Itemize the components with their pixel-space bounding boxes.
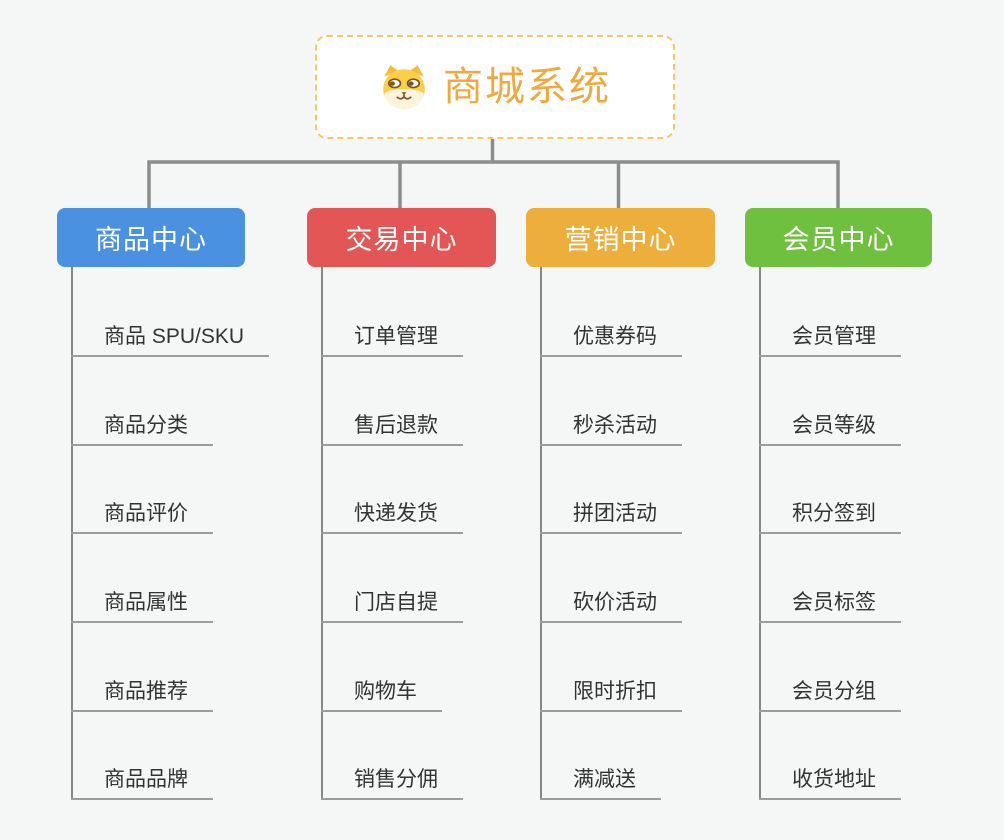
leaf-node[interactable]: 商品评价 — [71, 492, 213, 534]
branch-node-trade-center[interactable]: 交易中心 — [307, 208, 496, 267]
leaf-node[interactable]: 购物车 — [321, 670, 442, 712]
leaf-node[interactable]: 满减送 — [540, 758, 661, 800]
root-title: 商城系统 — [443, 65, 611, 109]
leaf-node[interactable]: 限时折扣 — [540, 670, 682, 712]
leaf-node[interactable]: 商品分类 — [71, 404, 213, 446]
leaf-node[interactable]: 砍价活动 — [540, 581, 682, 623]
leaf-node[interactable]: 销售分佣 — [321, 758, 463, 800]
dog-face-icon — [383, 65, 425, 109]
leaf-node[interactable]: 秒杀活动 — [540, 404, 682, 446]
branch-node-product-center[interactable]: 商品中心 — [57, 208, 245, 267]
leaf-node[interactable]: 门店自提 — [321, 581, 463, 623]
branch-node-marketing-center[interactable]: 营销中心 — [526, 208, 715, 267]
leaf-node[interactable]: 商品推荐 — [71, 670, 213, 712]
leaf-node[interactable]: 会员管理 — [759, 315, 901, 357]
leaf-node[interactable]: 商品 SPU/SKU — [71, 315, 270, 357]
leaf-node[interactable]: 快递发货 — [321, 492, 463, 534]
leaf-node[interactable]: 订单管理 — [321, 315, 463, 357]
leaf-node[interactable]: 售后退款 — [321, 404, 463, 446]
leaf-node[interactable]: 会员标签 — [759, 581, 901, 623]
leaf-node[interactable]: 收货地址 — [759, 758, 901, 800]
leaf-node[interactable]: 优惠券码 — [540, 315, 682, 357]
leaf-node[interactable]: 拼团活动 — [540, 492, 682, 534]
leaf-node[interactable]: 商品属性 — [71, 581, 213, 623]
root-node[interactable]: 商城系统 — [315, 35, 675, 139]
leaf-node[interactable]: 会员等级 — [759, 404, 901, 446]
branch-node-member-center[interactable]: 会员中心 — [745, 208, 932, 267]
leaf-node[interactable]: 会员分组 — [759, 670, 901, 712]
leaf-node[interactable]: 积分签到 — [759, 492, 901, 534]
leaf-node[interactable]: 商品品牌 — [71, 758, 213, 800]
